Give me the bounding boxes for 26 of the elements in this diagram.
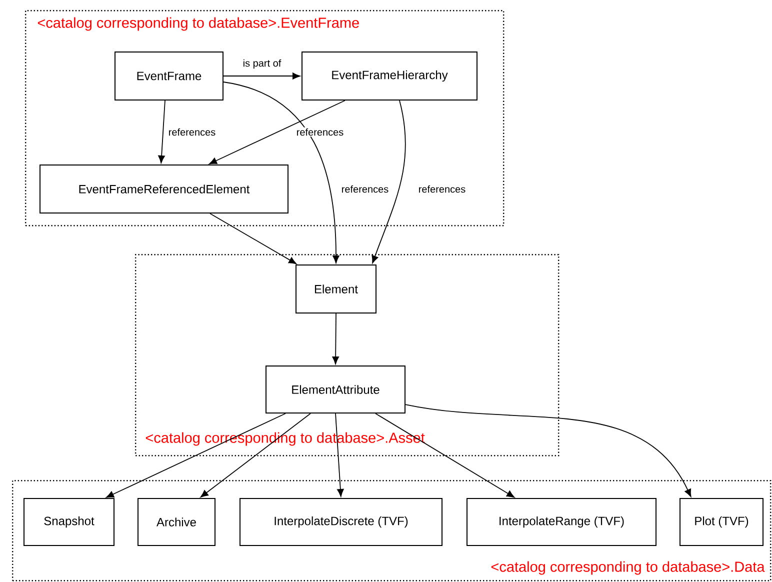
arrow	[223, 72, 300, 80]
arrow	[200, 413, 311, 498]
table-box: Element	[296, 264, 376, 314]
table-box: Snapshot	[24, 498, 114, 546]
edge-label: references	[295, 127, 345, 137]
table-box: Archive	[138, 498, 216, 546]
arrow	[106, 413, 286, 498]
edge-label: references	[340, 184, 390, 194]
edge-label: references	[417, 184, 467, 194]
arrow	[375, 413, 515, 498]
edge-label: references	[167, 127, 217, 137]
table-box: EventFrameHierarchy	[302, 52, 478, 100]
edge-label: is part of	[242, 58, 282, 70]
arrow	[372, 100, 406, 264]
arrow	[405, 404, 692, 497]
arrow	[335, 413, 344, 497]
table-box: ElementAttribute	[266, 366, 406, 414]
arrow	[209, 100, 346, 164]
table-box: EventFrame	[114, 52, 224, 100]
arrow	[332, 313, 339, 364]
table-box: Plot (TVF)	[680, 498, 764, 546]
table-box: EventFrameReferencedElement	[40, 164, 288, 214]
table-box: InterpolateRange (TVF)	[466, 498, 656, 546]
arrow	[223, 82, 340, 264]
arrow	[158, 100, 166, 164]
table-box: InterpolateDiscrete (TVF)	[240, 498, 442, 546]
